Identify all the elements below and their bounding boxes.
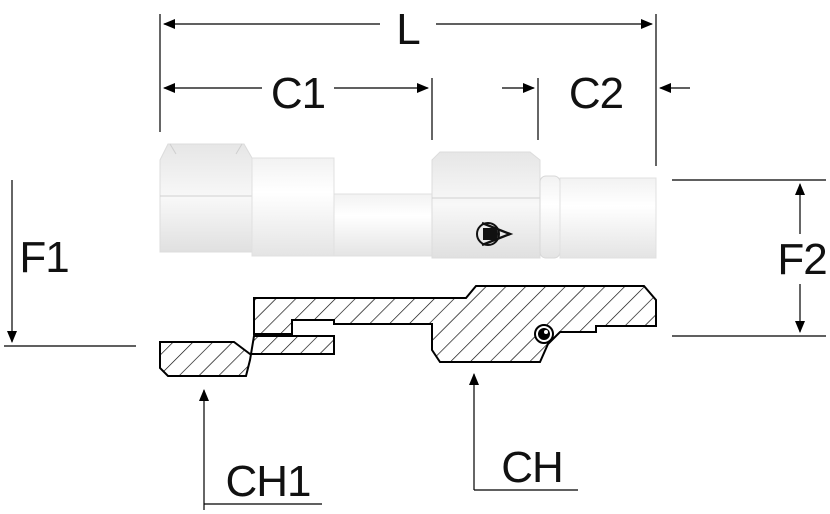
dimension-label-F1: F1 — [19, 233, 68, 282]
swivel-nut-hex — [159, 143, 253, 253]
dimension-C1: C1 — [163, 69, 433, 140]
dimension-F1: F1 — [4, 180, 136, 347]
body-hex — [431, 151, 541, 259]
dimension-L: L — [159, 5, 657, 166]
male-stud — [559, 177, 657, 259]
fitting-section-view — [159, 285, 657, 377]
dimension-C2: C2 — [502, 69, 690, 140]
o-ring-groove — [539, 175, 561, 259]
dimension-label-C2: C2 — [569, 69, 623, 118]
dimension-label-L: L — [396, 5, 420, 54]
fitting-external-view — [159, 143, 657, 259]
dimension-label-CH1: CH1 — [225, 457, 310, 506]
nut-section — [159, 335, 335, 377]
body-section — [253, 285, 657, 363]
nut-collar — [251, 157, 335, 257]
tube-neck — [333, 193, 435, 257]
dimension-label-C1: C1 — [271, 69, 325, 118]
dimension-F2: F2 — [672, 179, 828, 337]
dimension-CH: CH — [469, 373, 578, 492]
dimension-CH1: CH1 — [199, 389, 322, 510]
dimension-label-CH: CH — [501, 443, 563, 492]
dunlop-arrow-logo-icon — [476, 221, 514, 247]
dimension-label-F2: F2 — [777, 235, 826, 284]
